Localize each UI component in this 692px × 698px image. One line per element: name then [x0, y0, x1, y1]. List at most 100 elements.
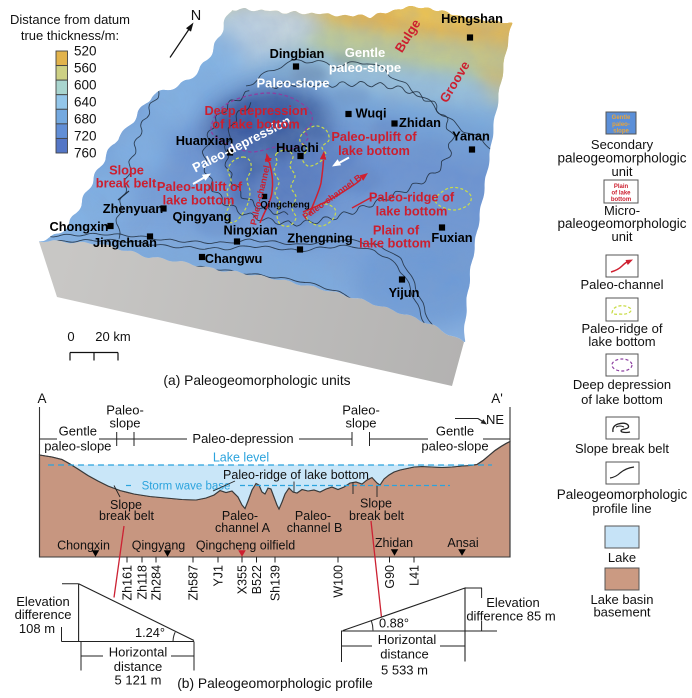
svg-text:paleo-: paleo-: [612, 122, 630, 128]
svg-text:of lake bottom: of lake bottom: [212, 117, 299, 132]
svg-text:Slope: Slope: [110, 498, 142, 512]
svg-text:Yanan: Yanan: [452, 129, 490, 144]
svg-text:600: 600: [74, 78, 97, 93]
svg-text:distance: distance: [380, 647, 428, 662]
svg-text:Dingbian: Dingbian: [270, 46, 325, 61]
svg-text:Secondary: Secondary: [591, 137, 654, 152]
svg-text:break belt: break belt: [349, 509, 404, 523]
svg-text:Wuqi: Wuqi: [355, 106, 386, 121]
svg-text:Gentle: Gentle: [345, 45, 385, 60]
svg-text:Paleo-depression: Paleo-depression: [192, 431, 293, 446]
svg-text:Gentle: Gentle: [436, 424, 474, 439]
svg-text:difference: difference: [15, 607, 72, 622]
svg-text:Micro-: Micro-: [604, 203, 640, 218]
svg-text:break belt: break belt: [99, 509, 154, 523]
svg-text:paleo-slope: paleo-slope: [421, 439, 488, 454]
svg-text:Ansai: Ansai: [447, 536, 478, 550]
svg-text:Lake: Lake: [608, 550, 636, 565]
svg-text:Qingcheng: Qingcheng: [260, 200, 310, 211]
svg-text:Slope break belt: Slope break belt: [575, 441, 669, 456]
svg-text:lake bottom: lake bottom: [376, 204, 448, 219]
svg-text:0: 0: [67, 329, 74, 344]
svg-text:Zhengning: Zhengning: [287, 231, 352, 246]
svg-text:N: N: [191, 8, 201, 24]
svg-text:slope: slope: [345, 416, 376, 431]
svg-text:channel B: channel B: [287, 521, 343, 535]
svg-text:Zhenyuan: Zhenyuan: [103, 201, 164, 216]
svg-text:760: 760: [74, 146, 97, 161]
svg-text:Huanxian: Huanxian: [176, 133, 234, 148]
svg-text:Horizontal: Horizontal: [109, 645, 168, 660]
svg-text:Zh161: Zh161: [121, 565, 135, 600]
svg-text:paleo-slope: paleo-slope: [44, 439, 111, 454]
svg-text:5 121 m: 5 121 m: [115, 673, 162, 688]
svg-text:Slope: Slope: [109, 163, 144, 178]
svg-text:paleogeomorphologic: paleogeomorphologic: [557, 151, 686, 166]
svg-text:lake bottom: lake bottom: [359, 236, 431, 251]
svg-text:Qingyang: Qingyang: [132, 539, 186, 553]
svg-text:Paleo-ridge of lake bottom: Paleo-ridge of lake bottom: [223, 468, 369, 482]
svg-text:lake bottom: lake bottom: [588, 334, 655, 349]
svg-text:Paleo-: Paleo-: [342, 403, 380, 418]
svg-text:Plain: Plain: [614, 184, 629, 190]
svg-text:Lake basin: Lake basin: [591, 592, 654, 607]
svg-text:G90: G90: [383, 565, 397, 589]
svg-text:profile line: profile line: [592, 501, 651, 516]
svg-text:B522: B522: [250, 565, 264, 594]
svg-text:Hengshan: Hengshan: [441, 11, 503, 26]
svg-text:(b) Paleogeomorphologic profil: (b) Paleogeomorphologic profile: [177, 676, 373, 691]
svg-text:Sh139: Sh139: [269, 565, 283, 601]
svg-text:lake bottom: lake bottom: [338, 143, 410, 158]
svg-text:of lake: of lake: [611, 191, 631, 197]
svg-text:Lake level: Lake level: [213, 451, 269, 465]
svg-text:Ningxian: Ningxian: [223, 223, 277, 238]
svg-text:Zhidan: Zhidan: [399, 115, 441, 130]
svg-text:720: 720: [74, 129, 97, 144]
svg-text:Plain of: Plain of: [373, 223, 420, 238]
svg-text:unit: unit: [612, 229, 633, 244]
svg-text:Slope: Slope: [360, 497, 392, 511]
svg-text:Paleogeomorphologic: Paleogeomorphologic: [557, 487, 688, 502]
svg-text:680: 680: [74, 112, 97, 127]
svg-text:bottom: bottom: [611, 197, 631, 203]
svg-text:(a) Paleogeomorphologic units: (a) Paleogeomorphologic units: [163, 373, 350, 388]
svg-text:unit: unit: [612, 164, 633, 179]
svg-text:channel A: channel A: [215, 521, 271, 535]
svg-text:Paleo-: Paleo-: [106, 403, 144, 418]
svg-text:Zh284: Zh284: [150, 565, 164, 600]
svg-text:Paleo-: Paleo-: [295, 509, 331, 523]
svg-text:Qingcheng oilfield: Qingcheng oilfield: [196, 539, 295, 553]
svg-text:0.88°: 0.88°: [379, 616, 409, 631]
svg-text:Yijun: Yijun: [389, 285, 420, 300]
svg-text:W100: W100: [332, 565, 346, 598]
svg-text:A: A: [37, 391, 46, 406]
svg-text:paleo-slope: paleo-slope: [329, 60, 401, 75]
svg-text:Jingchuan: Jingchuan: [93, 235, 157, 250]
svg-text:Paleo-uplift of: Paleo-uplift of: [157, 179, 243, 194]
svg-text:Huachi: Huachi: [276, 140, 319, 155]
svg-text:Paleo-channel: Paleo-channel: [580, 277, 663, 292]
svg-text:Deep depression: Deep depression: [204, 103, 307, 118]
svg-text:difference 85 m: difference 85 m: [466, 609, 555, 624]
svg-text:520: 520: [74, 44, 97, 59]
svg-text:Zh118: Zh118: [136, 565, 150, 600]
svg-text:Gentle: Gentle: [59, 424, 97, 439]
svg-text:Deep depression: Deep depression: [573, 377, 671, 392]
svg-text:L41: L41: [408, 565, 422, 586]
svg-text:Paleo-ridge of: Paleo-ridge of: [369, 190, 455, 205]
svg-text:560: 560: [74, 61, 97, 76]
svg-text:true thickness/m:: true thickness/m:: [21, 28, 119, 43]
svg-text:X355: X355: [236, 565, 250, 594]
svg-text:Qingyang: Qingyang: [172, 209, 231, 224]
svg-text:NE: NE: [486, 412, 504, 427]
svg-text:Gentle: Gentle: [612, 115, 631, 121]
svg-text:Paleo-uplift of: Paleo-uplift of: [331, 129, 417, 144]
svg-text:A': A': [491, 391, 503, 406]
svg-text:YJ1: YJ1: [212, 565, 226, 587]
svg-text:break belt: break belt: [96, 176, 157, 191]
svg-text:Chongxin: Chongxin: [50, 219, 109, 234]
svg-text:Distance from datum: Distance from datum: [10, 12, 130, 27]
svg-text:5 533 m: 5 533 m: [381, 663, 428, 678]
svg-text:108 m: 108 m: [19, 621, 55, 636]
svg-text:slope: slope: [613, 129, 629, 135]
